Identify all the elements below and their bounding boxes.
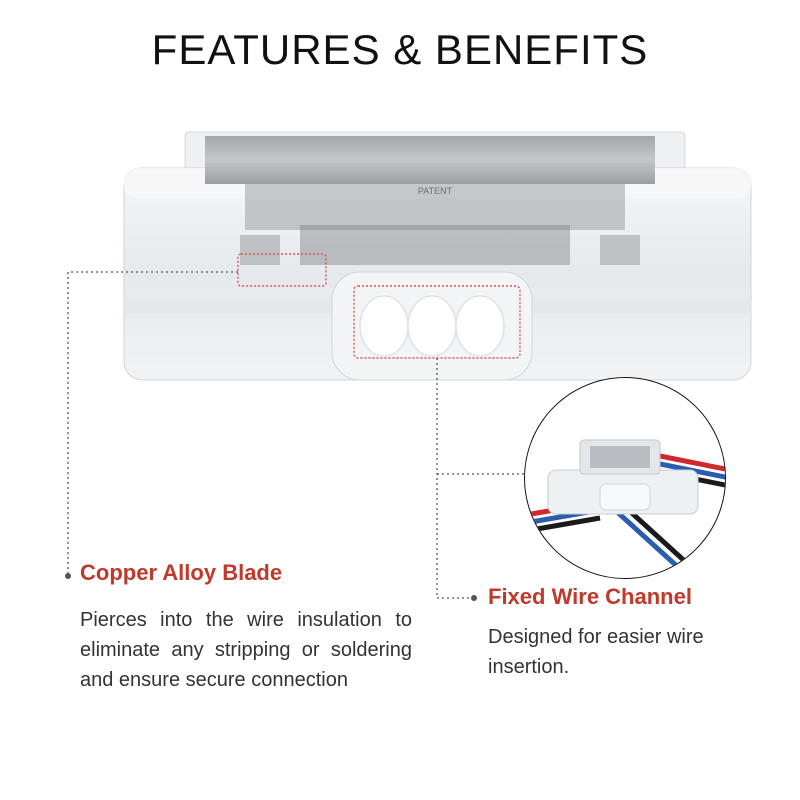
connector-body: PATENT — [123, 131, 752, 381]
channel-leader-line — [436, 358, 528, 599]
blade-highlight-box — [237, 253, 327, 287]
page-title: FEATURES & BENEFITS — [151, 26, 649, 73]
patent-marking: PATENT — [418, 186, 453, 196]
wired-connector-inset — [524, 377, 726, 579]
blade-leader-line — [67, 271, 238, 574]
blade-leader-dot — [65, 573, 71, 579]
blade-feature-title: Copper Alloy Blade — [80, 560, 283, 585]
channel-feature-title: Fixed Wire Channel — [488, 584, 692, 609]
channel-leader-dot — [471, 595, 477, 601]
blade-feature-description: Pierces into the wire insulation to elim… — [80, 609, 412, 691]
channel-feature-description: Designed for easier wire insertion. — [488, 626, 704, 678]
